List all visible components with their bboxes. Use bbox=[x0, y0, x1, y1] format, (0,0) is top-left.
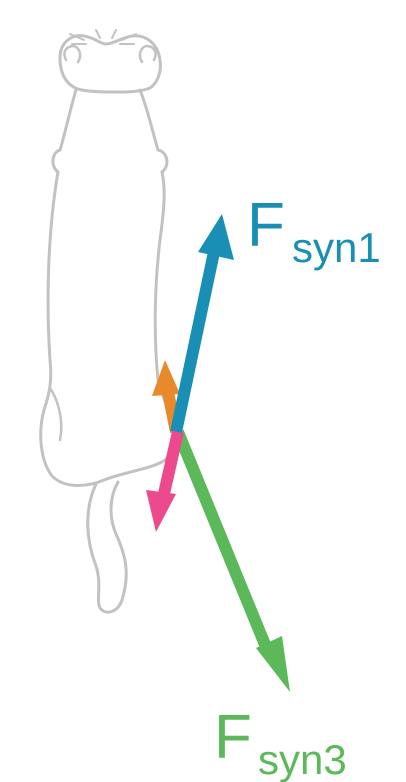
force-label-syn3-subscript: syn3 bbox=[258, 736, 347, 782]
force-label-syn1-subscript: syn1 bbox=[292, 224, 381, 271]
force-label-syn3-main: F bbox=[214, 703, 252, 772]
force-label-syn1-main: F bbox=[247, 191, 285, 260]
